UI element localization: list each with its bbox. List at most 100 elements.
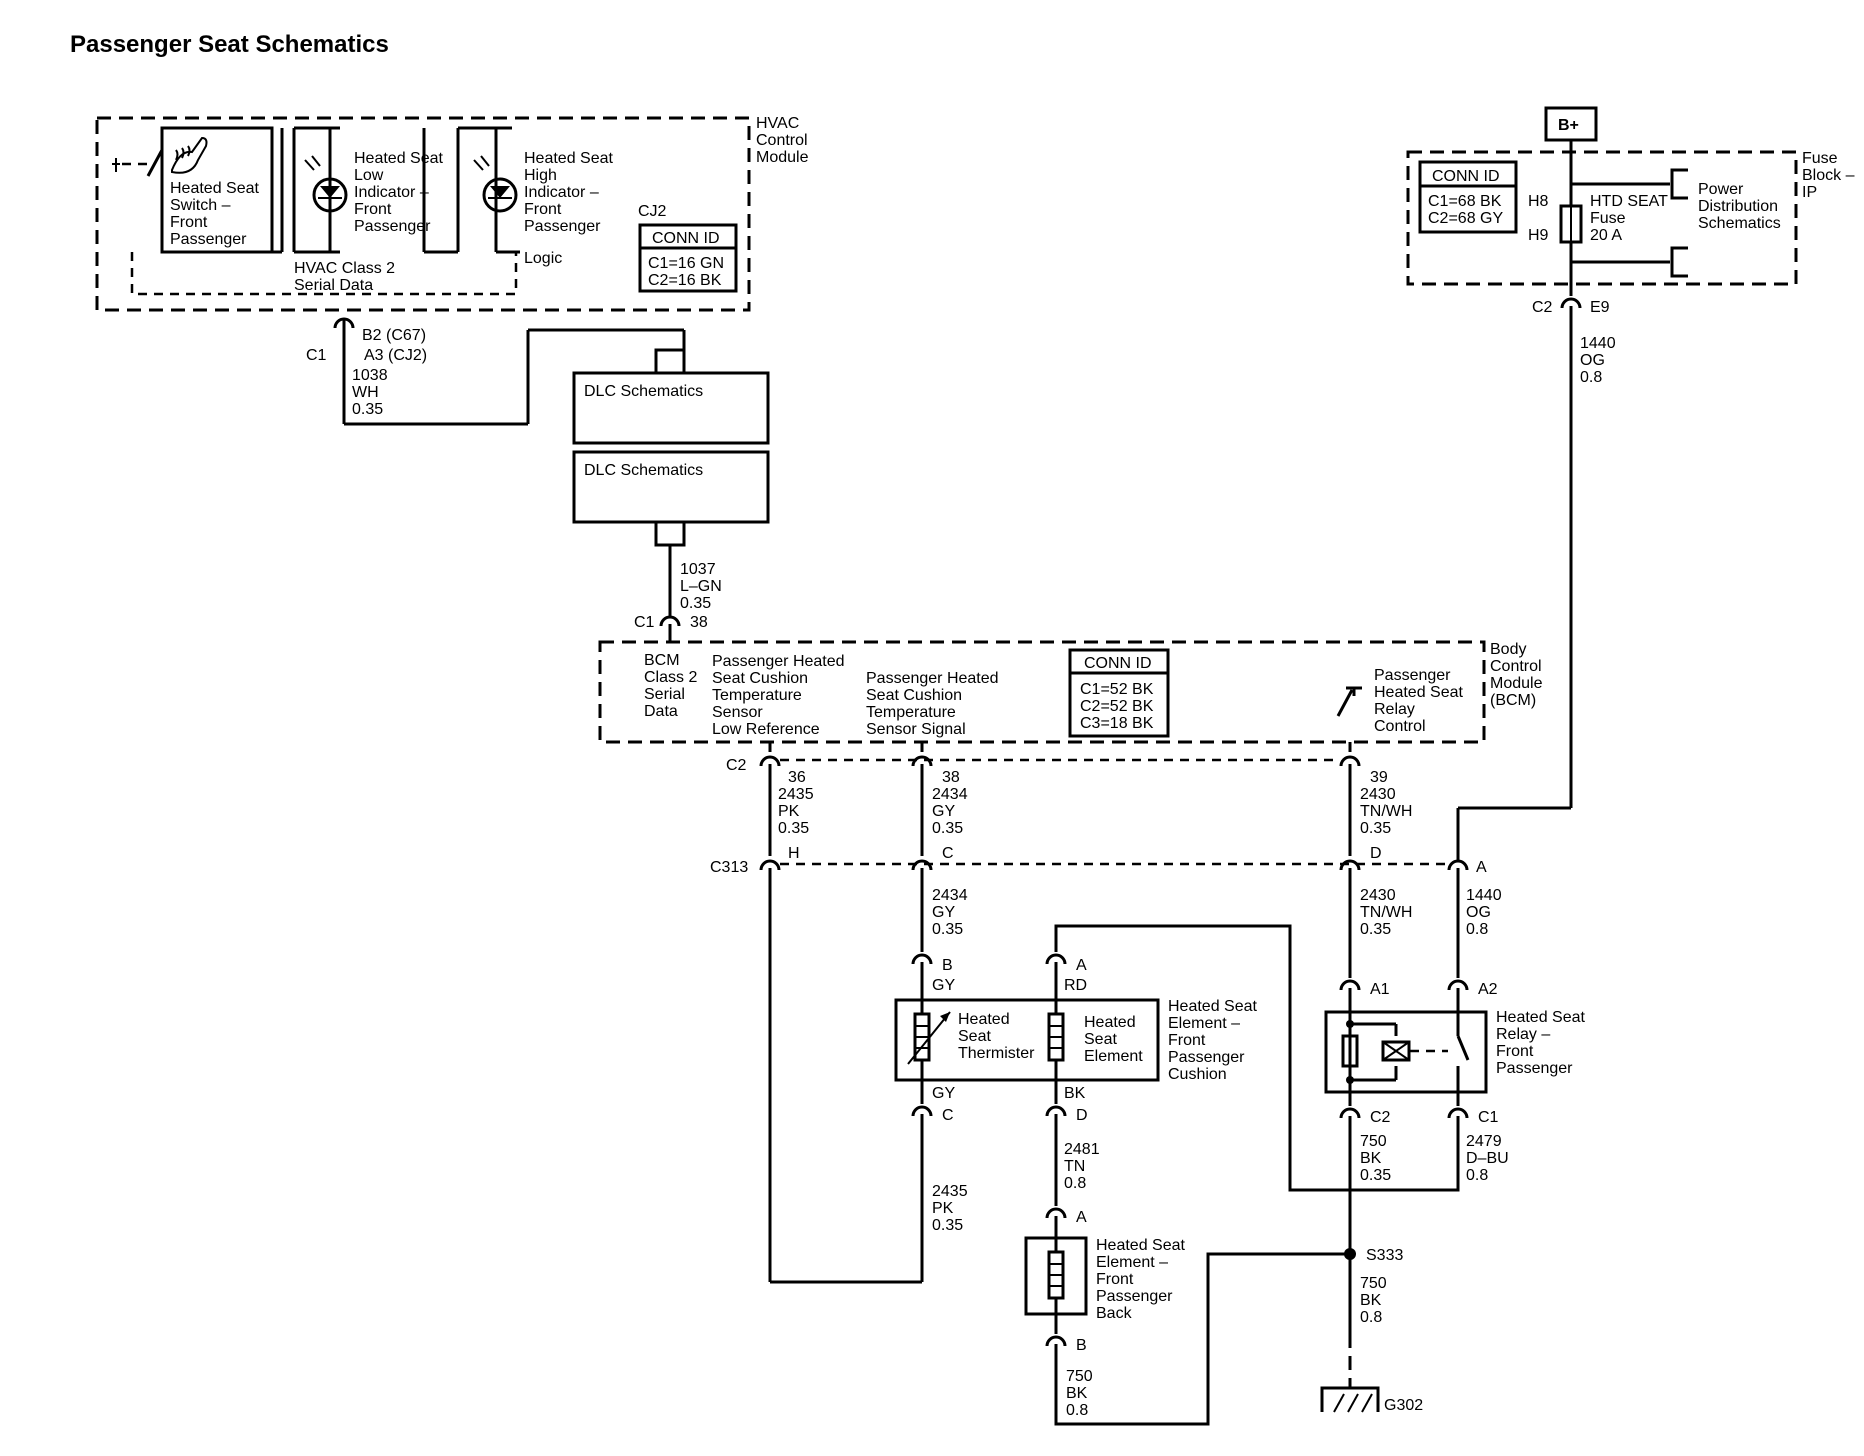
bcm-serial-4: Data	[644, 703, 678, 720]
back-pin-b: B	[1076, 1337, 1087, 1354]
heated-seat-relay: A1 A2 Heated Seat Relay – Front Passenge…	[1324, 979, 1586, 1126]
fuse-block-name-2: Block –	[1802, 167, 1855, 184]
back-label-5: Back	[1096, 1305, 1133, 1322]
wire-1037-number: 1037	[680, 561, 716, 578]
wire-2435-upper-size: 0.35	[778, 820, 809, 837]
wire-750-relay-size: 0.35	[1360, 1167, 1391, 1184]
bcm-connid-3: C3=18 BK	[1080, 715, 1154, 732]
dlc-label-2: DLC Schematics	[584, 462, 703, 479]
page-title: Passenger Seat Schematics	[70, 31, 389, 58]
wire-2481-color: TN	[1064, 1158, 1085, 1175]
fuse-pin-h8: H8	[1528, 193, 1549, 210]
cushion-element-label-1: Heated	[1084, 1014, 1136, 1031]
c313-pin-a: A	[1476, 859, 1487, 876]
thermister-label-1: Heated	[958, 1011, 1010, 1028]
wire-2479-size: 0.8	[1466, 1167, 1488, 1184]
cushion-pin-color-gy-top: GY	[932, 977, 955, 994]
fuse-label-1: HTD SEAT	[1590, 193, 1668, 210]
relay-pin-c2: C2	[1370, 1109, 1391, 1126]
cushion-box-label-5: Cushion	[1168, 1066, 1227, 1083]
thermister-icon	[907, 1011, 951, 1065]
fuse-pin-h9: H9	[1528, 227, 1549, 244]
wire-1038-number: 1038	[352, 367, 388, 384]
bcm-serial-2: Class 2	[644, 669, 697, 686]
relay-coil-icon	[1381, 1040, 1411, 1062]
body-control-module: Body Control Module (BCM) BCM Class 2 Se…	[598, 640, 1543, 744]
wire-2479-number: 2479	[1466, 1133, 1502, 1150]
low-indicator-label-4: Front	[354, 201, 392, 218]
c313-pin-c: C	[942, 845, 954, 862]
wire-750-relay-number: 750	[1360, 1133, 1387, 1150]
hvac-connid-header: CONN ID	[652, 230, 720, 247]
bcm-connid-2: C2=52 BK	[1080, 698, 1154, 715]
bcm-c1-pin: 38	[690, 614, 708, 631]
relay-label-1: Heated Seat	[1496, 1009, 1586, 1026]
relay-control-switch-icon	[1336, 686, 1362, 717]
fuse-connid-1: C1=68 BK	[1428, 193, 1502, 210]
thermister-label-3: Thermister	[958, 1045, 1035, 1062]
wire-750-back-number: 750	[1066, 1368, 1093, 1385]
wire-750-ground-number: 750	[1360, 1275, 1387, 1292]
wire-750-ground-color: BK	[1360, 1292, 1382, 1309]
high-indicator-label-2: High	[524, 167, 557, 184]
switch-label-2: Switch –	[170, 197, 231, 214]
bcm-c2-pin-36: 36	[788, 769, 806, 786]
cushion-pin-color-rd: RD	[1064, 977, 1087, 994]
wire-2481-size: 0.8	[1064, 1175, 1086, 1192]
c313-name: C313	[710, 859, 748, 876]
high-indicator-label-4: Front	[524, 201, 562, 218]
bcm-serial-3: Serial	[644, 686, 685, 703]
power-dist-label-1: Power	[1698, 181, 1744, 198]
wire-2434-lower-size: 0.35	[932, 921, 963, 938]
relay-label-3: Front	[1496, 1043, 1534, 1060]
wire-2434-lower-number: 2434	[932, 887, 968, 904]
wire-2435-lower-number: 2435	[932, 1183, 968, 1200]
fuse-connid-2: C2=68 GY	[1428, 210, 1503, 227]
switch-label-1: Heated Seat	[170, 180, 260, 197]
bcm-name-4: (BCM)	[1490, 692, 1536, 709]
thermister-label-2: Seat	[958, 1028, 991, 1045]
power-dist-label-2: Distribution	[1698, 198, 1778, 215]
hvac-serial-label-2: Serial Data	[294, 277, 373, 294]
bcm-relay-ctrl-4: Control	[1374, 718, 1426, 735]
wire-1440-lower-color: OG	[1466, 904, 1491, 921]
bcm-c2-name: C2	[726, 757, 747, 774]
cushion-pin-c: C	[942, 1107, 954, 1124]
back-label-4: Passenger	[1096, 1288, 1173, 1305]
bcm-relay-ctrl-3: Relay	[1374, 701, 1415, 718]
dlc-schematics-box-1[interactable]: DLC Schematics	[572, 348, 770, 445]
wire-2430-lower-color: TN/WH	[1360, 904, 1412, 921]
wire-750-relay-color: BK	[1360, 1150, 1382, 1167]
fuse-connid-header: CONN ID	[1432, 168, 1500, 185]
cushion-pin-color-bk: BK	[1064, 1085, 1086, 1102]
back-pin-a: A	[1076, 1209, 1087, 1226]
cushion-box-label-1: Heated Seat	[1168, 998, 1258, 1015]
fuse-label-3: 20 A	[1590, 227, 1622, 244]
wire-2435-lower-size: 0.35	[932, 1217, 963, 1234]
cushion-element-label-3: Element	[1084, 1048, 1143, 1065]
bcm-name-3: Module	[1490, 675, 1543, 692]
bcm-signal-1: Passenger Heated	[866, 670, 999, 687]
bcm-serial-1: BCM	[644, 652, 680, 669]
hvac-connid-2: C2=16 BK	[648, 272, 722, 289]
ground-icon	[1320, 1386, 1380, 1413]
wire-2435-upper-color: PK	[778, 803, 800, 820]
low-indicator-label-5: Passenger	[354, 218, 431, 235]
fuse-block-name-3: IP	[1802, 184, 1817, 201]
wire-2430-lower-number: 2430	[1360, 887, 1396, 904]
wire-1038-color: WH	[352, 384, 379, 401]
cushion-element-label-2: Seat	[1084, 1031, 1117, 1048]
dlc-schematics-box-2[interactable]: DLC Schematics	[572, 450, 770, 547]
bcm-low-ref-3: Temperature	[712, 687, 802, 704]
relay-pin-c1: C1	[1478, 1109, 1499, 1126]
relay-label-4: Passenger	[1496, 1060, 1573, 1077]
low-indicator-led-icon	[304, 155, 348, 213]
c313-pin-d: D	[1370, 845, 1382, 862]
cushion-pin-a: A	[1076, 957, 1087, 974]
relay-pin-a1: A1	[1370, 981, 1390, 998]
bcm-c2-pin-38: 38	[942, 769, 960, 786]
hvac-name-1: HVAC	[756, 115, 799, 132]
wire-1037-color: L–GN	[680, 578, 722, 595]
bcm-name-1: Body	[1490, 641, 1526, 658]
wire-1440-upper-color: OG	[1580, 352, 1605, 369]
